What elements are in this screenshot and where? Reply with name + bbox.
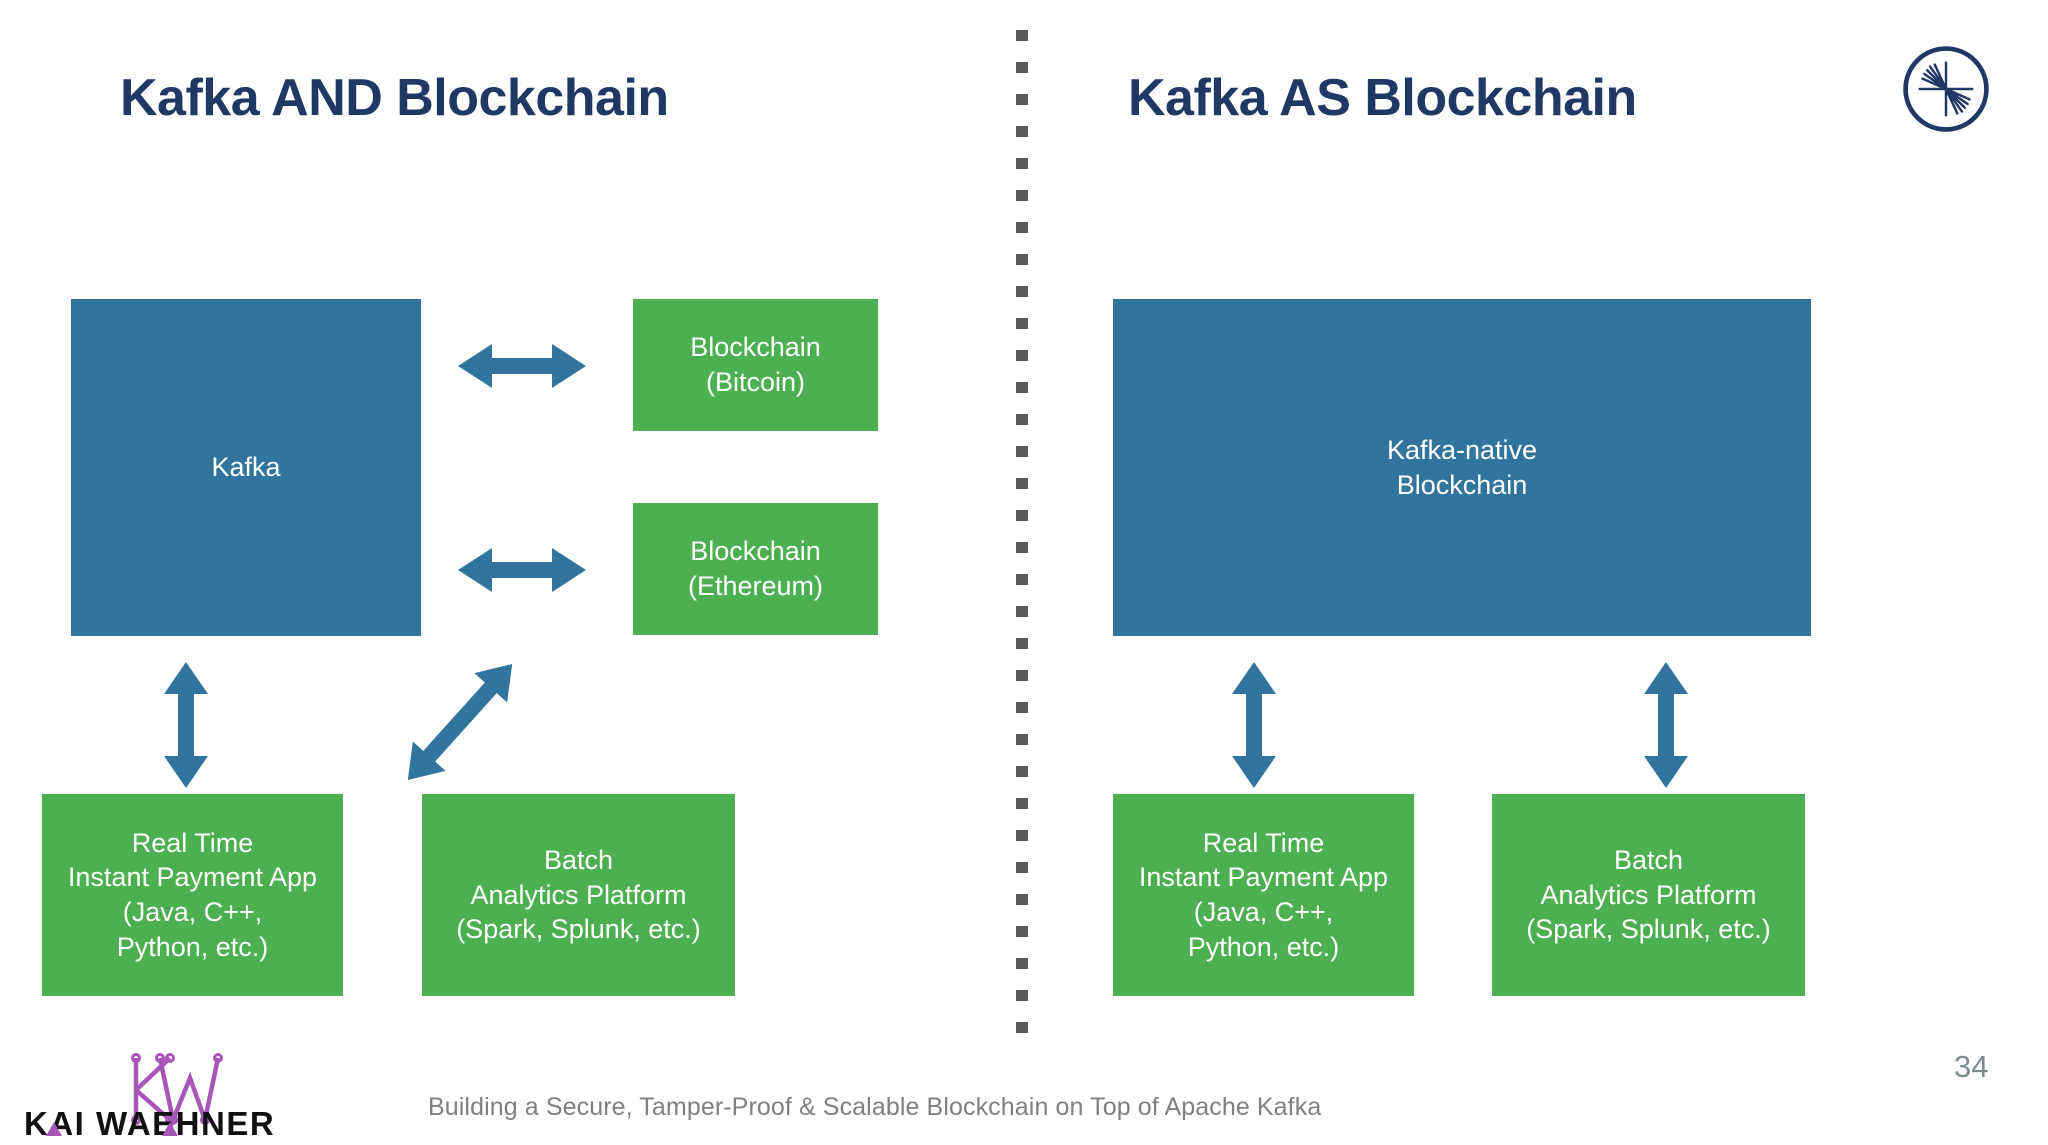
arrow-kafka-to-ethereum-icon	[458, 544, 586, 596]
arrow-native-to-batch-icon	[1640, 662, 1692, 788]
page-title-right: Kafka AS Blockchain	[1128, 69, 1637, 127]
kai-waehner-wordmark: KAI WAEHNER	[24, 1105, 275, 1140]
box-batch-right-line1: Batch	[1613, 845, 1684, 876]
box-rt-right-line2: Instant Payment App	[1138, 862, 1389, 893]
box-batch-left-line2: Analytics Platform	[470, 879, 687, 910]
box-batch-analytics-left: Batch Analytics Platform (Spark, Splunk,…	[422, 794, 735, 996]
box-batch-left-line1: Batch	[543, 845, 614, 876]
box-rt-right-line4: Python, etc.)	[1187, 931, 1340, 962]
box-rt-left-line3: (Java, C++,	[122, 897, 263, 927]
box-native-line1: Kafka-native	[1386, 434, 1538, 465]
box-blockchain-bitcoin: Blockchain (Bitcoin)	[633, 299, 878, 431]
box-rt-left-line2: Instant Payment App	[67, 862, 318, 893]
box-batch-right-line2: Analytics Platform	[1540, 879, 1757, 910]
box-rt-left-line4: Python, etc.)	[116, 931, 269, 962]
box-bitcoin-line1: Blockchain	[690, 332, 821, 363]
box-batch-left-line3: (Spark, Splunk, etc.)	[456, 914, 701, 945]
box-rt-right-line3: (Java, C++,	[1193, 897, 1334, 927]
arrow-native-to-realtime-icon	[1228, 662, 1280, 788]
kai-waehner-logo: KAI WAEHNER	[10, 1040, 335, 1142]
box-ethereum-line2: (Ethereum)	[687, 571, 824, 601]
box-bitcoin-line2: (Bitcoin)	[705, 367, 805, 397]
box-rt-left-line1: Real Time	[131, 827, 254, 858]
box-kafka-label: Kafka	[211, 452, 281, 483]
box-kafka-native-blockchain: Kafka-native Blockchain	[1113, 299, 1811, 636]
confluent-logo-icon	[1899, 42, 1993, 136]
box-batch-analytics-right: Batch Analytics Platform (Spark, Splunk,…	[1492, 794, 1805, 996]
box-ethereum-line1: Blockchain	[690, 536, 821, 567]
footer-caption: Building a Secure, Tamper-Proof & Scalab…	[428, 1093, 1322, 1121]
box-realtime-app-left: Real Time Instant Payment App (Java, C++…	[42, 794, 343, 996]
arrow-kafka-to-realtime-icon	[160, 662, 212, 788]
page-number: 34	[1954, 1049, 1989, 1084]
box-rt-right-line1: Real Time	[1202, 827, 1325, 858]
box-blockchain-ethereum: Blockchain (Ethereum)	[633, 503, 878, 635]
box-realtime-app-right: Real Time Instant Payment App (Java, C++…	[1113, 794, 1414, 996]
panel-divider	[1016, 30, 1028, 1050]
box-native-line2: Blockchain	[1396, 469, 1528, 500]
page-title-left: Kafka AND Blockchain	[120, 69, 669, 127]
arrow-kafka-to-bitcoin-icon	[458, 340, 586, 392]
box-kafka: Kafka	[71, 299, 421, 636]
arrow-kafka-to-batch-icon	[378, 648, 542, 796]
box-batch-right-line3: (Spark, Splunk, etc.)	[1526, 914, 1771, 945]
